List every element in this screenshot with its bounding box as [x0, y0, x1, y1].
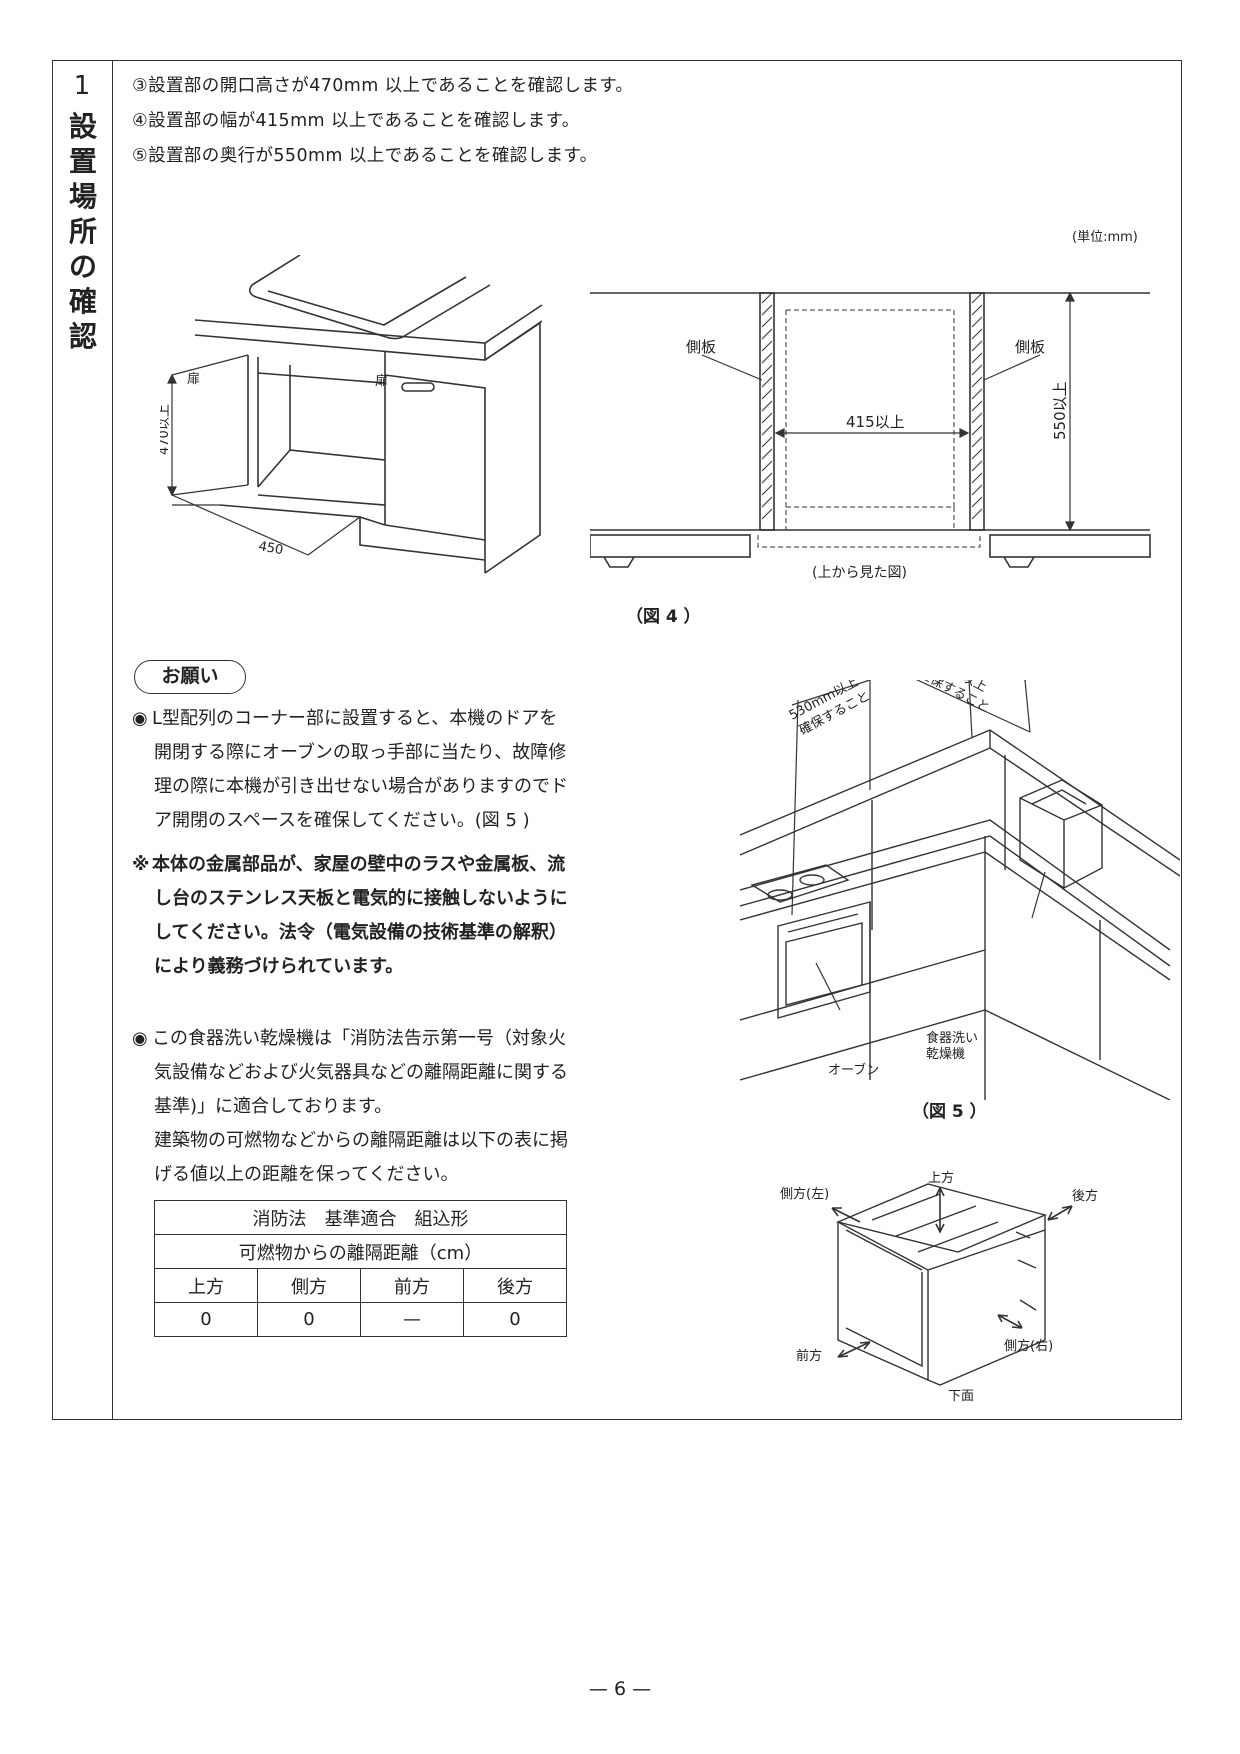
table-header: 前方 [360, 1268, 464, 1303]
grounding-warning: ※本体の金属部品が、家屋の壁中のラスや金属板、流 し台のステンレス天板と電気的に… [132, 848, 642, 984]
section-number: 1 [73, 71, 91, 101]
warning-line: 本体の金属部品が、家屋の壁中のラスや金属板、流 [152, 854, 566, 875]
table-cell: — [360, 1302, 464, 1337]
request-paragraph-1: ◉L型配列のコーナー部に設置すると、本機のドアを 開閉する際にオーブンの取っ手部… [132, 702, 642, 838]
check-item-width: ④設置部の幅が415mm 以上であることを確認します。 [132, 111, 580, 131]
request-p1-line: ア開閉のスペースを確保してください。(図 5 ) [154, 810, 530, 831]
back-label: 後方 [1072, 1188, 1098, 1204]
width-415-label: 415以上 [846, 413, 905, 431]
check-item-height: ③設置部の開口高さが470mm 以上であることを確認します。 [132, 76, 634, 96]
table-header: 側方 [257, 1268, 361, 1303]
table-cell: 0 [257, 1302, 361, 1337]
fig5-corner-kitchen-diagram: 530mm以上 確保すること 80mm以上 確保すること オーブン 食器洗い 乾… [740, 680, 1180, 1100]
warning-line: してください。法令（電気設備の技術基準の解釈） [154, 922, 567, 943]
clearance-directions-diagram: 側方(左) 上方 後方 前方 側方(右) 下面 [780, 1170, 1098, 1404]
door-label-left: 扉 [187, 371, 200, 387]
table-cell: 0 [154, 1302, 258, 1337]
request-p1-line: L型配列のコーナー部に設置すると、本機のドアを [152, 708, 558, 729]
table-header: 後方 [463, 1268, 567, 1303]
door-label-right: 扉 [375, 373, 388, 389]
fig4-topview-diagram: 側板 側板 415以上 550以上 (上から見た図) [590, 291, 1151, 581]
request-p2-line: 建築物の可燃物などからの離隔距離は以下の表に掲 [154, 1130, 568, 1151]
section-frame: 1 設置場所の確認 [52, 60, 1182, 1420]
clearance-table: 消防法 基準適合 組込形 可燃物からの離隔距離（cm） 上方 側方 前方 後方 … [154, 1200, 567, 1337]
request-paragraph-2: ◉この食器洗い乾燥機は「消防法告示第一号（対象火 気設備などおよび火気器具などの… [132, 1022, 642, 1192]
side-left-label: 側方(左) [780, 1186, 829, 1202]
dishwasher-label: 乾燥機 [926, 1047, 965, 1062]
side-panel-label-left: 側板 [686, 338, 716, 356]
depth-450-label: 450 [257, 539, 284, 558]
fig4-caption: （図 4 ） [626, 607, 701, 627]
unit-label: (単位:mm) [1072, 230, 1138, 245]
dishwasher-label: 食器洗い [926, 1030, 978, 1046]
table-header: 上方 [154, 1268, 258, 1303]
warning-line: により義務づけられています。 [154, 956, 404, 977]
request-p2-line: 気設備などおよび火気器具などの離隔距離に関する [154, 1062, 568, 1083]
side-panel-label-right: 側板 [1015, 338, 1045, 356]
request-p2-line: この食器洗い乾燥機は「消防法告示第一号（対象火 [152, 1028, 566, 1049]
bottom-label: 下面 [948, 1389, 974, 1404]
front-label: 前方 [796, 1348, 822, 1364]
request-heading: お願い [134, 660, 246, 694]
depth-550-label: 550以上 [1051, 381, 1069, 440]
warning-line: し台のステンレス天板と電気的に接触しないように [154, 888, 568, 909]
table-subtitle: 可燃物からの離隔距離（cm） [154, 1234, 567, 1269]
fig4-cabinet-diagram: 扉 扉 470以上 450 [160, 255, 543, 574]
top-label: 上方 [928, 1170, 954, 1186]
request-p2-line: げる値以上の距離を保ってください。 [154, 1164, 459, 1185]
fig5-caption: （図 5 ） [912, 1102, 987, 1122]
table-title: 消防法 基準適合 組込形 [154, 1200, 567, 1235]
table-cell: 0 [463, 1302, 567, 1337]
section-sidebar: 1 設置場所の確認 [53, 61, 113, 1419]
side-right-label: 側方(右) [1004, 1338, 1053, 1354]
height-470-label: 470以上 [160, 404, 172, 455]
oven-label: オーブン [828, 1062, 879, 1078]
check-item-depth: ⑤設置部の奥行が550mm 以上であることを確認します。 [132, 146, 598, 166]
request-p1-line: 理の際に本機が引き出せない場合がありますのでド [154, 776, 568, 797]
section-title: 設置場所の確認 [68, 110, 97, 353]
page-number: — 6 — [588, 1678, 652, 1700]
top-view-label: (上から見た図) [812, 565, 907, 581]
request-p1-line: 開閉する際にオーブンの取っ手部に当たり、故障修 [154, 742, 567, 763]
request-p2-line: 基準)」に適合しております。 [154, 1096, 393, 1117]
